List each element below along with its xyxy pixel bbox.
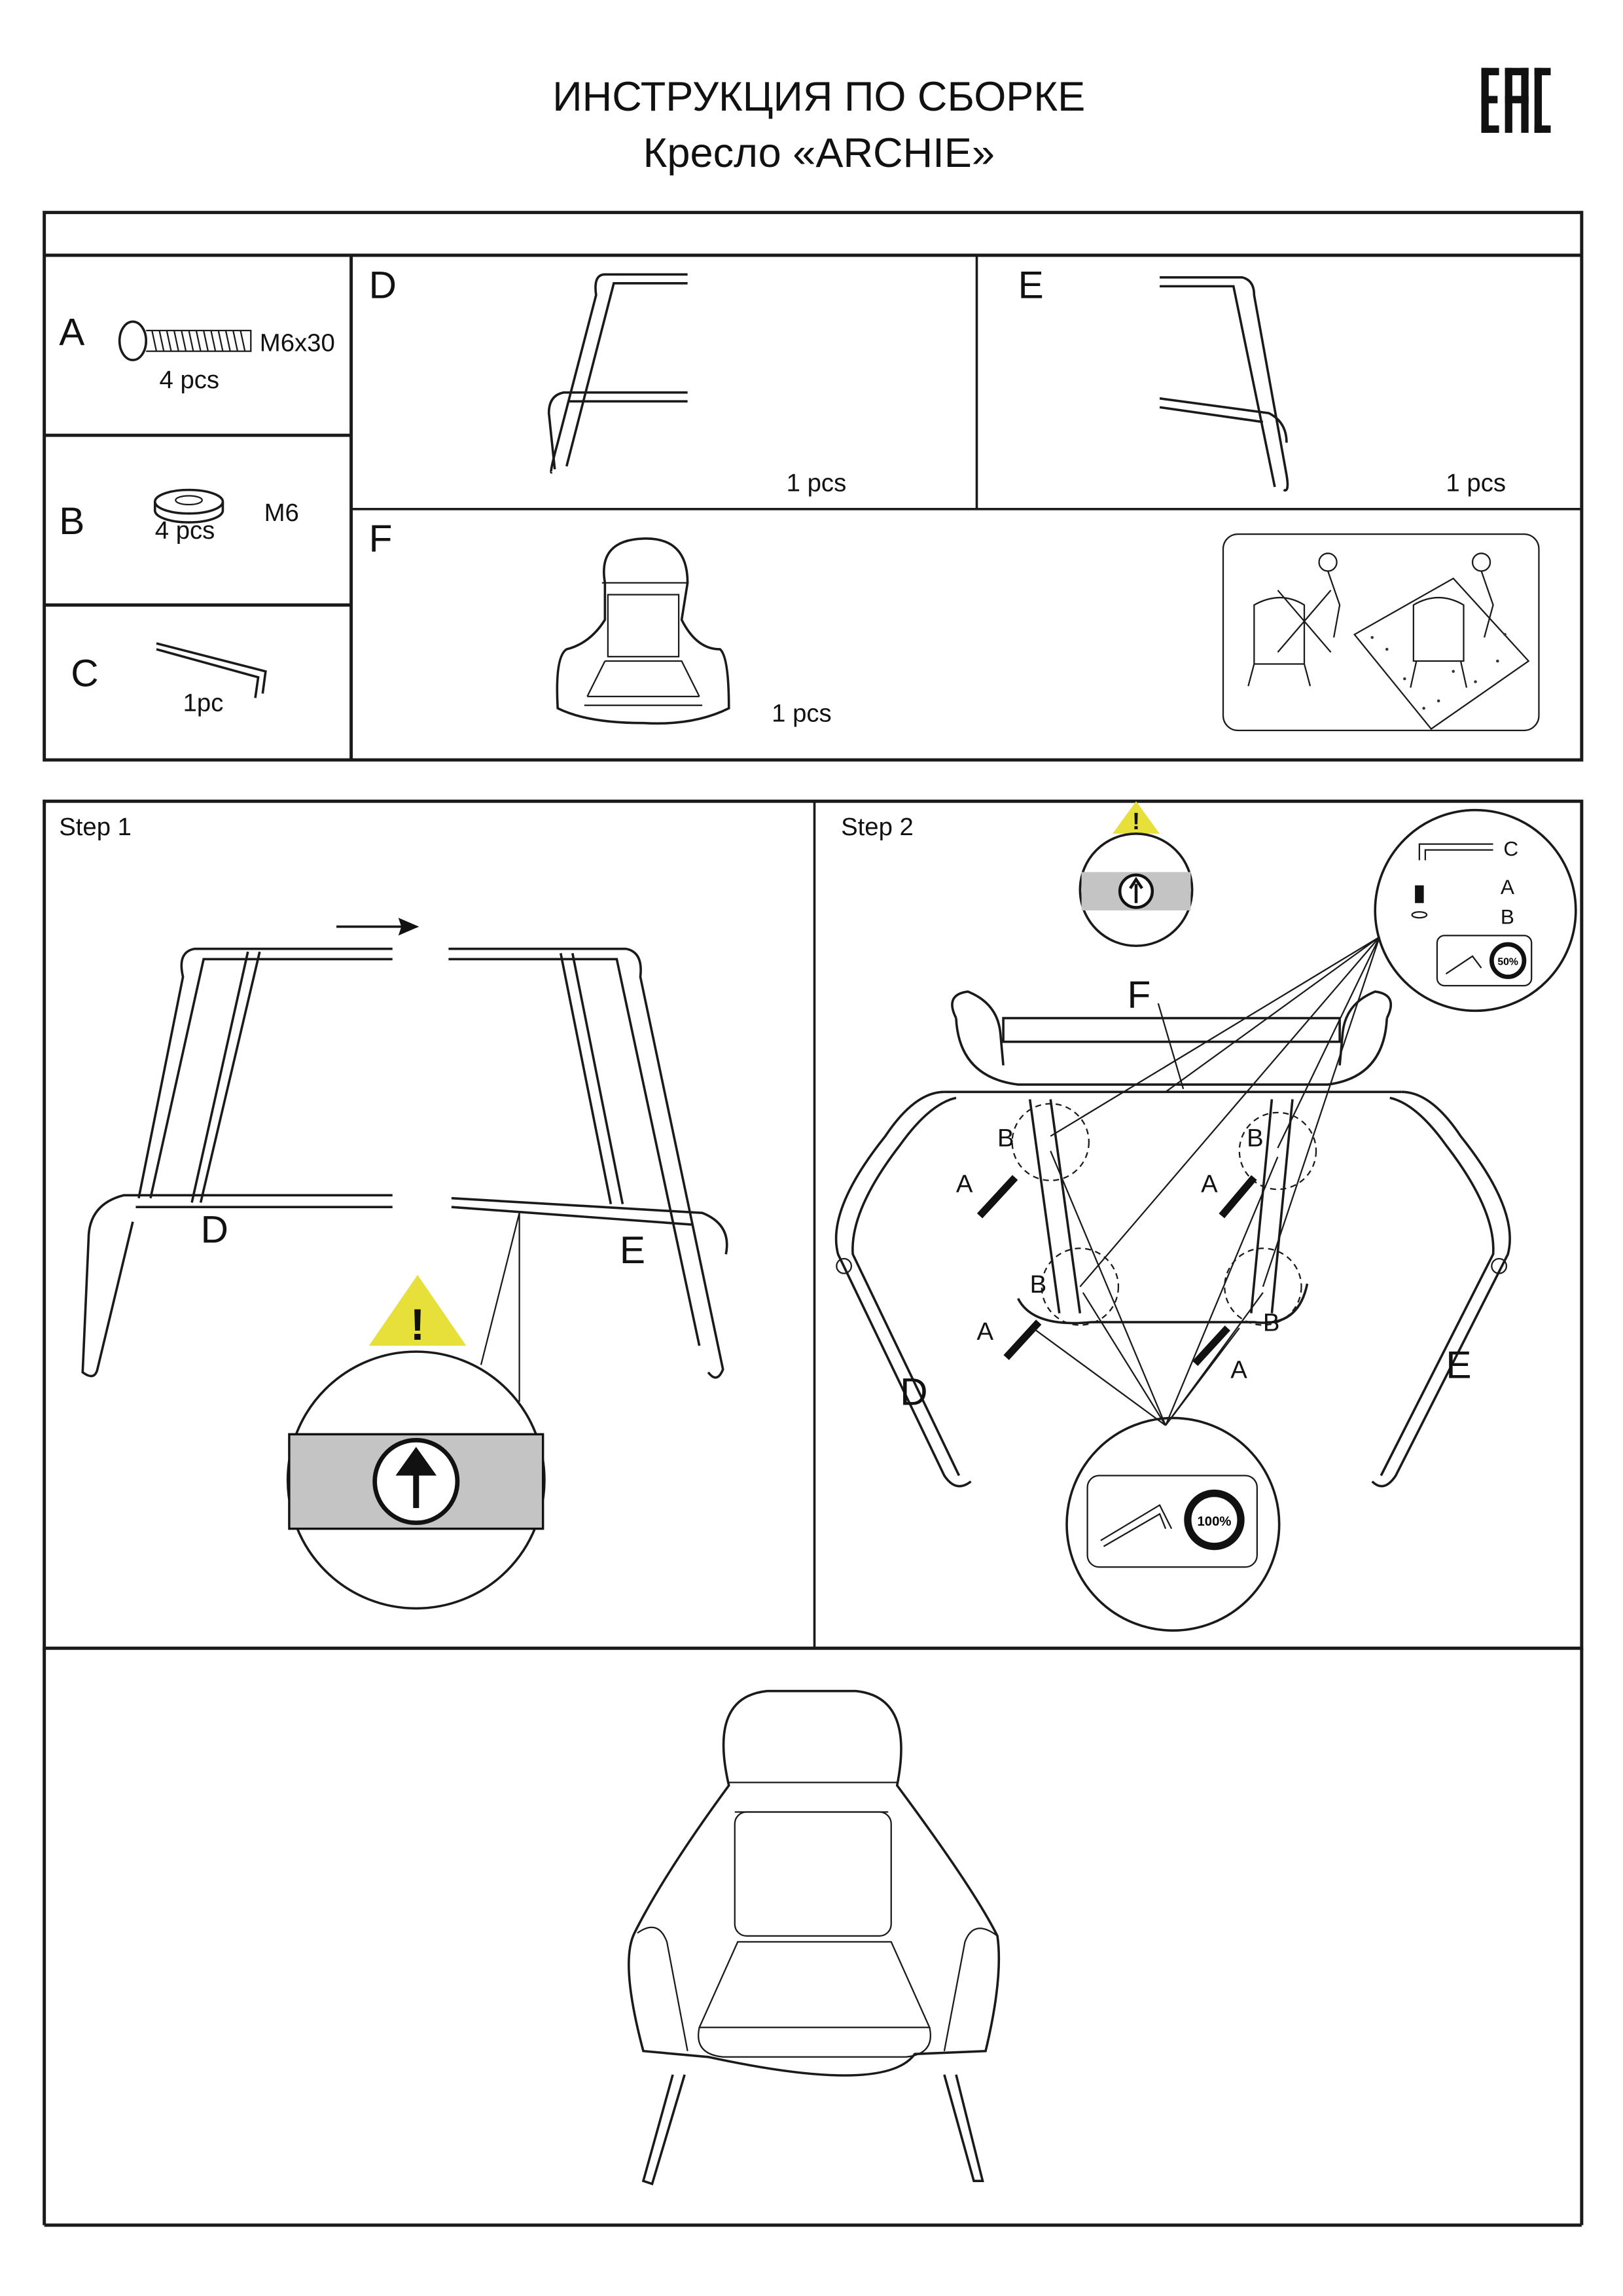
screw-icon bbox=[1415, 885, 1424, 903]
assembly-surface-tip-illustration bbox=[1222, 533, 1540, 732]
allen-key-icon bbox=[1100, 1503, 1173, 1547]
screw-icon bbox=[976, 1175, 1257, 1366]
label-b: B bbox=[997, 1124, 1014, 1153]
label-b: B bbox=[1247, 1124, 1264, 1153]
inset-label-c: C bbox=[1503, 837, 1518, 861]
label-a: A bbox=[956, 1170, 973, 1198]
fastener-callouts: B A B A B A B A bbox=[956, 936, 1381, 1426]
label-b: B bbox=[1030, 1270, 1047, 1299]
step1-label-d: D bbox=[201, 1208, 228, 1251]
step2-label-f: F bbox=[1127, 974, 1150, 1016]
label-a: A bbox=[1201, 1170, 1218, 1198]
part-c-allen-key: C 1pc bbox=[71, 642, 267, 717]
washer-icon bbox=[153, 488, 224, 524]
part-b-size: M6 bbox=[264, 499, 299, 527]
orientation-detail-circle bbox=[286, 1350, 546, 1610]
orientation-detail-circle bbox=[1079, 832, 1194, 947]
step-1-panel: Step 1 D E ! bbox=[59, 813, 728, 1610]
screw-icon bbox=[118, 320, 148, 361]
part-a-qty: 4 pcs bbox=[160, 366, 220, 394]
step2-label-d: D bbox=[900, 1371, 927, 1413]
allen-key-icon bbox=[156, 642, 267, 698]
upside-down-chair bbox=[834, 990, 1511, 1488]
part-b-washer: B 4 pcs M6 bbox=[59, 488, 299, 545]
inset-label-b: B bbox=[1501, 905, 1514, 928]
label-b: B bbox=[1263, 1309, 1280, 1337]
warning-icon: ! bbox=[368, 1274, 467, 1350]
step1-label-e: E bbox=[620, 1229, 645, 1272]
parts-table bbox=[43, 211, 1584, 762]
step2-label-e: E bbox=[1446, 1344, 1471, 1387]
warning-mark: ! bbox=[410, 1300, 425, 1350]
part-c-qty: 1pc bbox=[183, 689, 224, 717]
torque-full-label: 100% bbox=[1198, 1515, 1232, 1529]
part-b-qty: 4 pcs bbox=[155, 516, 215, 545]
step1-frame-d bbox=[81, 947, 393, 1378]
part-d-qty: 1 pcs bbox=[787, 469, 847, 497]
arrow-right-icon bbox=[336, 918, 419, 936]
torque-partial-label: 50% bbox=[1497, 956, 1518, 967]
part-d-letter: D bbox=[369, 264, 397, 306]
step-2-title: Step 2 bbox=[841, 813, 914, 841]
left-frame-drawing bbox=[547, 273, 688, 474]
warning-mark: ! bbox=[1132, 808, 1140, 834]
part-e-qty: 1 pcs bbox=[1446, 469, 1506, 497]
product-name: Кресло «ARCHIE» bbox=[643, 130, 995, 176]
inset-label-a: A bbox=[1501, 875, 1514, 899]
label-a: A bbox=[1230, 1356, 1247, 1384]
hardware-detail-circle: C A B 50% bbox=[1374, 808, 1577, 1013]
step-2-panel: Step 2 ! F D E B A B bbox=[834, 801, 1577, 1632]
part-d-frame: D 1 pcs bbox=[369, 264, 847, 497]
right-frame-drawing bbox=[1159, 276, 1289, 492]
part-e-letter: E bbox=[1018, 264, 1044, 306]
part-c-letter: C bbox=[71, 652, 98, 694]
part-a-size: M6x30 bbox=[260, 329, 335, 357]
part-f-seat: F 1 pcs bbox=[369, 518, 1540, 732]
eac-logo bbox=[1481, 67, 1551, 133]
step-1-title: Step 1 bbox=[59, 813, 132, 841]
steps-frame bbox=[43, 799, 1584, 2227]
page-title: ИНСТРУКЦИЯ ПО СБОРКЕ bbox=[552, 74, 1085, 120]
step1-frame-e bbox=[448, 947, 728, 1379]
part-e-frame: E 1 pcs bbox=[1018, 264, 1506, 497]
chair-seat-drawing bbox=[556, 537, 730, 725]
part-a-letter: A bbox=[59, 312, 84, 354]
torque-partial-icon bbox=[1489, 942, 1527, 979]
part-f-qty: 1 pcs bbox=[772, 699, 832, 727]
allen-key-icon bbox=[1418, 843, 1493, 861]
warning-icon: ! bbox=[1112, 801, 1160, 834]
label-a: A bbox=[977, 1318, 994, 1346]
part-a-screw: A M6x30 4 pcs bbox=[59, 312, 335, 394]
part-f-letter: F bbox=[369, 518, 393, 560]
part-b-letter: B bbox=[59, 500, 84, 543]
torque-full-icon bbox=[1184, 1489, 1245, 1551]
tighten-detail-circle: 100% bbox=[1065, 1416, 1281, 1632]
assembled-chair-illustration bbox=[628, 1689, 1001, 2185]
